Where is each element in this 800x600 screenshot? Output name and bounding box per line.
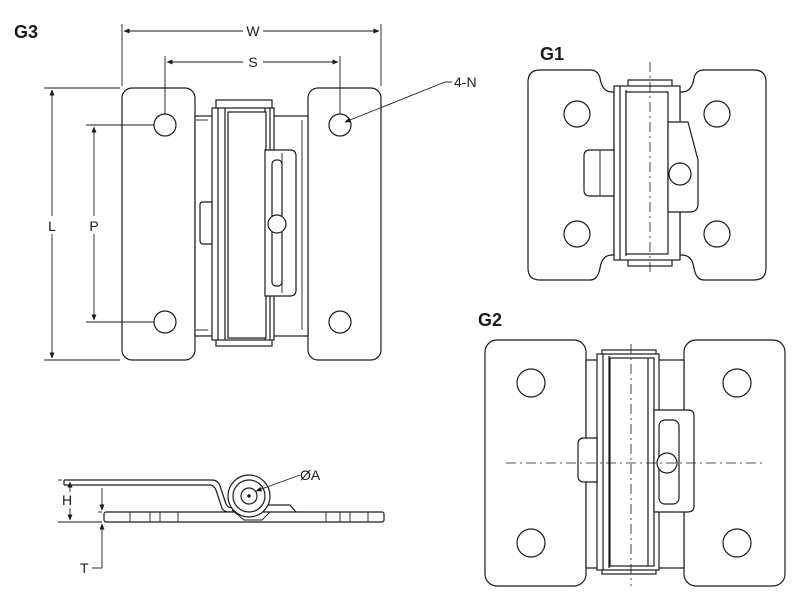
g3-hole-bottom-left [153,310,177,334]
g1-hole-top-right [703,100,731,128]
g1-front-view [527,62,767,281]
dim-label-t: T [80,560,89,576]
g1-hole-bottom-right [703,220,731,248]
dim-label-s: S [248,54,257,70]
side-view [63,474,385,523]
g3-leader-4n: 4-N [344,74,477,123]
g3-dim-p: P [84,124,154,323]
g3-hole-bottom-right [328,310,352,334]
g1-hole-bottom-left [563,220,591,248]
dim-label-l: L [48,218,56,234]
side-barrel-ring [232,479,266,513]
side-right-wing [266,504,297,513]
g2-hole-top-left [516,368,546,398]
side-dim-t: T [80,488,105,576]
g1-right-leaf [679,69,767,281]
g3-dim-s: S [164,52,341,114]
g3-hole-top-left [153,113,177,137]
dim-label-h: H [62,492,72,508]
g3-hole-top-right [328,113,352,137]
g2-hole-top-right [722,368,752,398]
g1-barrel-inner [625,91,669,255]
view-label-g1: G1 [540,44,564,64]
view-label-g3: G3 [14,22,38,42]
side-leader-a: ØA [255,467,321,492]
view-label-g2: G2 [478,310,502,330]
g3-left-tab [199,201,213,245]
side-dim-h: H [58,479,102,523]
g1-pin [668,162,692,186]
g3-dim-l: L [43,87,120,361]
g1-left-leaf [527,69,615,281]
side-left-wing [64,479,233,509]
dim-label-w: W [246,23,260,39]
g1-hole-top-left [563,100,591,128]
g3-pin [267,214,287,234]
g3-front-view [121,87,382,361]
dim-label-4n: 4-N [454,74,477,90]
dim-label-p: P [89,218,98,234]
g3-barrel-inner [227,111,267,339]
g2-hole-bottom-left [516,528,546,558]
dim-label-a: ØA [300,467,321,483]
g2-front-view [484,339,786,587]
g3-dim-w: W [121,21,382,86]
g2-hole-bottom-right [722,528,752,558]
